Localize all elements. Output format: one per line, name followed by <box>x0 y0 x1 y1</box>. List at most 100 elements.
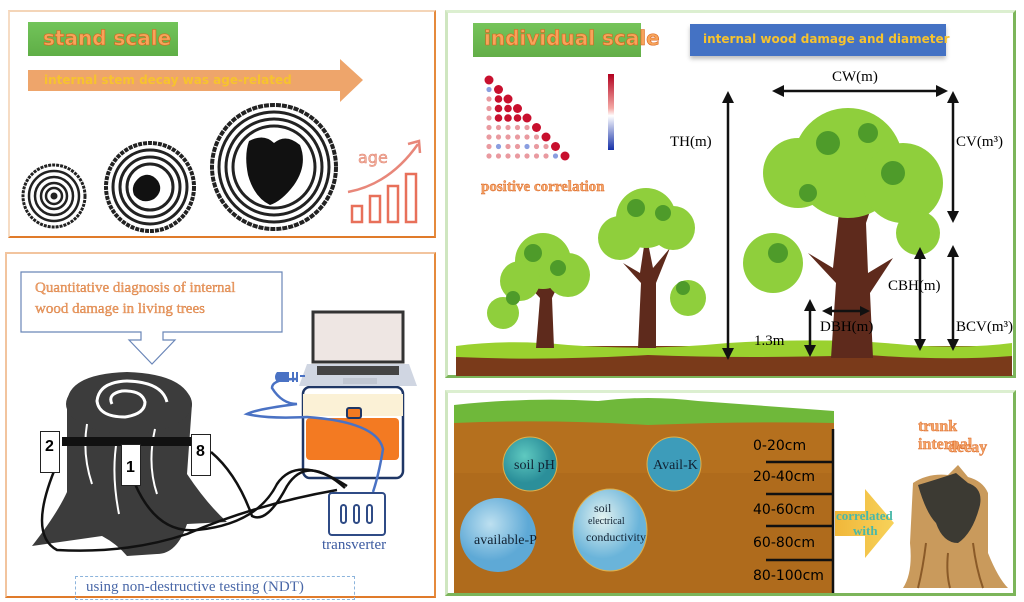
depth-label-3: 60-80cm <box>753 535 816 551</box>
depth-label-4: 80-100cm <box>753 568 824 584</box>
callout-arrow-down <box>20 271 283 365</box>
sensor-8: 8 <box>191 434 211 476</box>
stand-scale-panel: stand scale internal stem decay was age-… <box>8 10 436 238</box>
correlation-dot <box>533 143 540 150</box>
correlation-dot <box>505 124 511 131</box>
power-cable <box>243 377 385 493</box>
tree-rings <box>21 103 338 233</box>
correlation-dot <box>486 153 492 159</box>
sensor-cable-8 <box>210 451 346 519</box>
correlation-dot <box>486 143 492 150</box>
factor-available-p <box>460 498 536 572</box>
breast-height-label: 1.3m <box>754 333 785 349</box>
decayed-stump <box>903 465 1008 589</box>
correlation-dot <box>533 134 540 140</box>
measurement-arrows <box>722 85 959 360</box>
individual-scale-title <box>473 23 641 57</box>
trunk-decay-label-2: decay <box>948 439 988 456</box>
correlation-dot <box>514 143 521 150</box>
individual-scale-title-text: individual scale <box>484 26 660 51</box>
correlated-arrow <box>835 489 894 558</box>
correlation-dot <box>486 115 492 121</box>
depth-label-1: 20-40cm <box>753 469 816 485</box>
soil-ec-label-1: soil <box>594 501 612 515</box>
correlation-matrix <box>484 74 614 161</box>
positive-correlation-label: positive correlation <box>481 179 605 195</box>
correlation-dot <box>541 132 551 142</box>
correlation-dot <box>543 143 549 150</box>
correlation-dot <box>514 124 521 131</box>
laptop-device <box>299 310 417 480</box>
wood-damage-banner <box>690 24 946 56</box>
age-growth-chart-icon <box>347 139 422 224</box>
correlation-dot <box>505 134 511 140</box>
soil-ec-label-3: conductivity <box>586 530 646 544</box>
laptop-screen <box>311 310 405 364</box>
correlation-dot <box>513 104 522 113</box>
correlation-dot <box>484 75 494 85</box>
correlation-dot <box>524 143 530 150</box>
correlation-dot <box>494 104 503 113</box>
correlation-dot <box>504 114 512 122</box>
sensor-1: 1 <box>121 444 141 486</box>
correlation-dot <box>495 143 502 150</box>
age-arrow-text: internal stem decay was age-related <box>44 73 292 87</box>
factor-avail-k <box>646 436 702 492</box>
age-arrow-shape <box>28 59 363 102</box>
factor-soil-ec <box>572 488 648 572</box>
correlation-dot <box>522 113 532 123</box>
ndt-footer-text: using non-destructive testing (NDT) <box>86 579 304 595</box>
correlation-dot <box>514 153 521 159</box>
correlation-dot <box>486 105 492 112</box>
tree-ring-middle <box>104 141 196 233</box>
correlation-dot <box>532 123 541 132</box>
correlation-dot <box>503 94 513 104</box>
tree-large <box>743 108 943 358</box>
soil-panel: soil pH Avail-K available-P soil electri… <box>445 390 1016 596</box>
correlation-dot <box>494 85 503 94</box>
correlation-dot <box>514 134 521 140</box>
correlation-dot <box>495 124 502 131</box>
correlation-dot <box>494 95 503 103</box>
transverter-device <box>328 492 386 536</box>
soil-ph-label: soil pH <box>514 458 555 473</box>
correlation-dot <box>504 104 512 113</box>
correlation-dot <box>495 153 502 159</box>
callout-line-1: Quantitative diagnosis of internal <box>35 280 236 296</box>
soil-profile <box>454 398 894 593</box>
correlation-dot <box>551 142 560 151</box>
stand-scale-title <box>28 22 178 56</box>
correlation-dot <box>494 114 503 122</box>
callout-box <box>20 271 283 365</box>
correlation-dot <box>505 153 511 159</box>
trunk-decay-label-1: trunk internal <box>918 418 973 453</box>
correlation-dot <box>486 124 492 131</box>
correlation-dot <box>560 151 570 161</box>
sensor-cable-1 <box>133 468 348 532</box>
correlation-dot <box>524 134 530 140</box>
factor-soil-ph <box>502 436 558 492</box>
sensor-2-label: 2 <box>45 438 54 455</box>
correlation-dot <box>543 153 549 159</box>
sensor-8-label: 8 <box>196 443 205 460</box>
correlation-dot <box>524 124 530 131</box>
ndt-footer: using non-destructive testing (NDT) <box>75 576 355 600</box>
age-label: age <box>358 148 388 168</box>
correlation-dot <box>486 86 492 93</box>
correlated-label-1: correlated <box>836 508 893 523</box>
tree-height-label: TH(m) <box>670 134 712 150</box>
individual-scale-panel: individual scale internal wood damage an… <box>445 10 1016 378</box>
available-p-label: available-P <box>474 533 537 548</box>
wood-damage-banner-text: internal wood damage and diameter <box>703 32 950 46</box>
callout-line-2: wood damage in living trees <box>35 301 205 317</box>
dbh-label: DBH(m) <box>820 319 874 335</box>
ndt-panel: Quantitative diagnosis of internal wood … <box>5 252 436 600</box>
tree-ring-old <box>210 103 338 231</box>
tree-ring-young <box>21 163 87 229</box>
crown-volume-label: CV(m³) <box>956 134 1003 150</box>
age-arrow <box>28 59 363 102</box>
power-plug-icon <box>275 372 289 382</box>
sensor-cable-2 <box>40 463 338 552</box>
crown-base-height-label: CBH(m) <box>888 278 941 294</box>
correlated-label-2: with <box>853 523 878 538</box>
